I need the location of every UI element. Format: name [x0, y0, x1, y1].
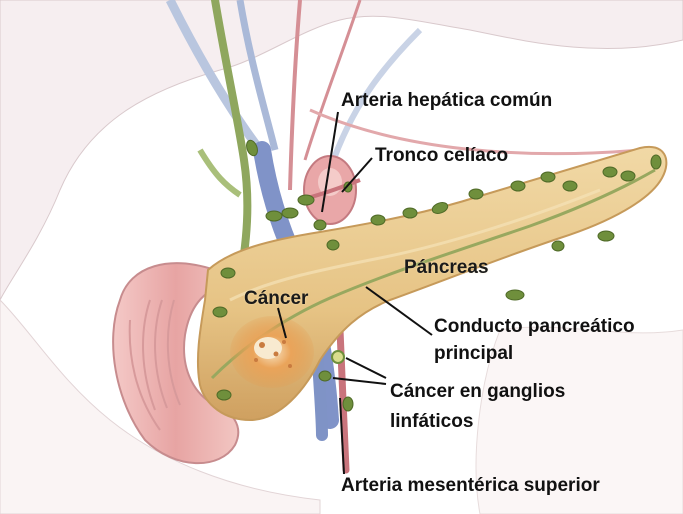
label-pancreas: Páncreas — [404, 257, 489, 279]
label-conducto-pancreatico-line2: principal — [434, 343, 513, 365]
label-cancer-ganglios-line2: linfáticos — [390, 411, 473, 433]
label-tronco-celiaco: Tronco celíaco — [375, 145, 508, 167]
label-conducto-pancreatico-line1: Conducto pancreático — [434, 316, 635, 338]
label-arteria-hepatica-comun: Arteria hepática común — [341, 90, 552, 112]
tumor — [230, 316, 314, 388]
leader-ganglios-1 — [346, 358, 386, 378]
label-cancer-ganglios-line1: Cáncer en ganglios — [390, 381, 565, 403]
label-arteria-mesenterica-superior: Arteria mesentérica superior — [341, 475, 600, 497]
label-cancer: Cáncer — [244, 288, 308, 310]
